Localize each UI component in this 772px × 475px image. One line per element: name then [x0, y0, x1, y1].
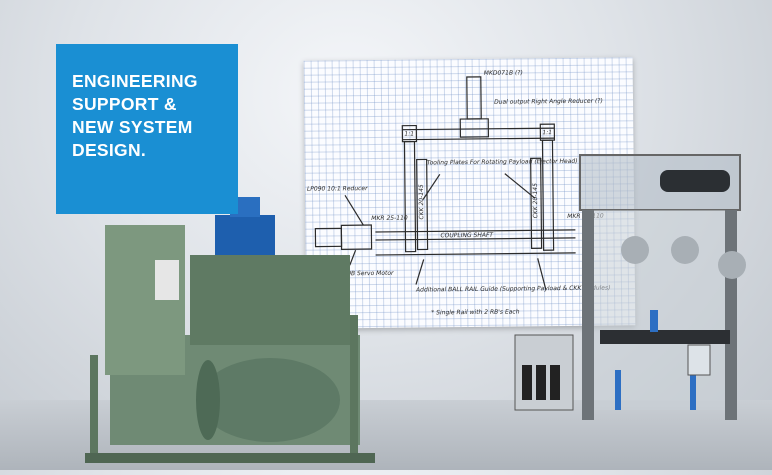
label-coupling-shaft: COUPLING SHAFT	[440, 232, 494, 240]
label-reducer: Dual output Right Angle Reducer (?)	[494, 98, 603, 106]
headline-line-4: DESIGN.	[72, 140, 147, 160]
label-mkr-left: MKR 25-110	[371, 215, 408, 222]
hydraulic-power-unit	[85, 197, 375, 463]
label-tooling: Tooling Plates For Rotating Payload (Eje…	[427, 158, 578, 167]
label-top-part: MKD071B (?)	[484, 69, 523, 76]
label-single-rail-note: * Single Rail with 2 RB's Each	[431, 308, 520, 316]
automation-machine	[514, 154, 746, 420]
label-lp-reducer: LP090 10:1 Reducer	[307, 185, 368, 193]
headline-line-3: NEW SYSTEM	[72, 117, 193, 137]
label-ckk-right: CKK 20-145	[532, 183, 539, 218]
label-ckk-left: CKK 20-145	[418, 184, 425, 219]
label-ratio-right: 1:1	[542, 129, 552, 136]
label-servo-motor: MKD090B Servo Motor	[326, 270, 394, 278]
headline-line-1: ENGINEERING	[72, 71, 198, 91]
label-ball-rail-guide: Additional BALL RAIL Guide (Supporting P…	[415, 285, 611, 294]
headline-line-2: SUPPORT &	[72, 94, 177, 114]
headline-badge: ENGINEERING SUPPORT & NEW SYSTEM DESIGN.	[56, 44, 238, 214]
label-ratio-left: 1:1	[404, 131, 414, 138]
